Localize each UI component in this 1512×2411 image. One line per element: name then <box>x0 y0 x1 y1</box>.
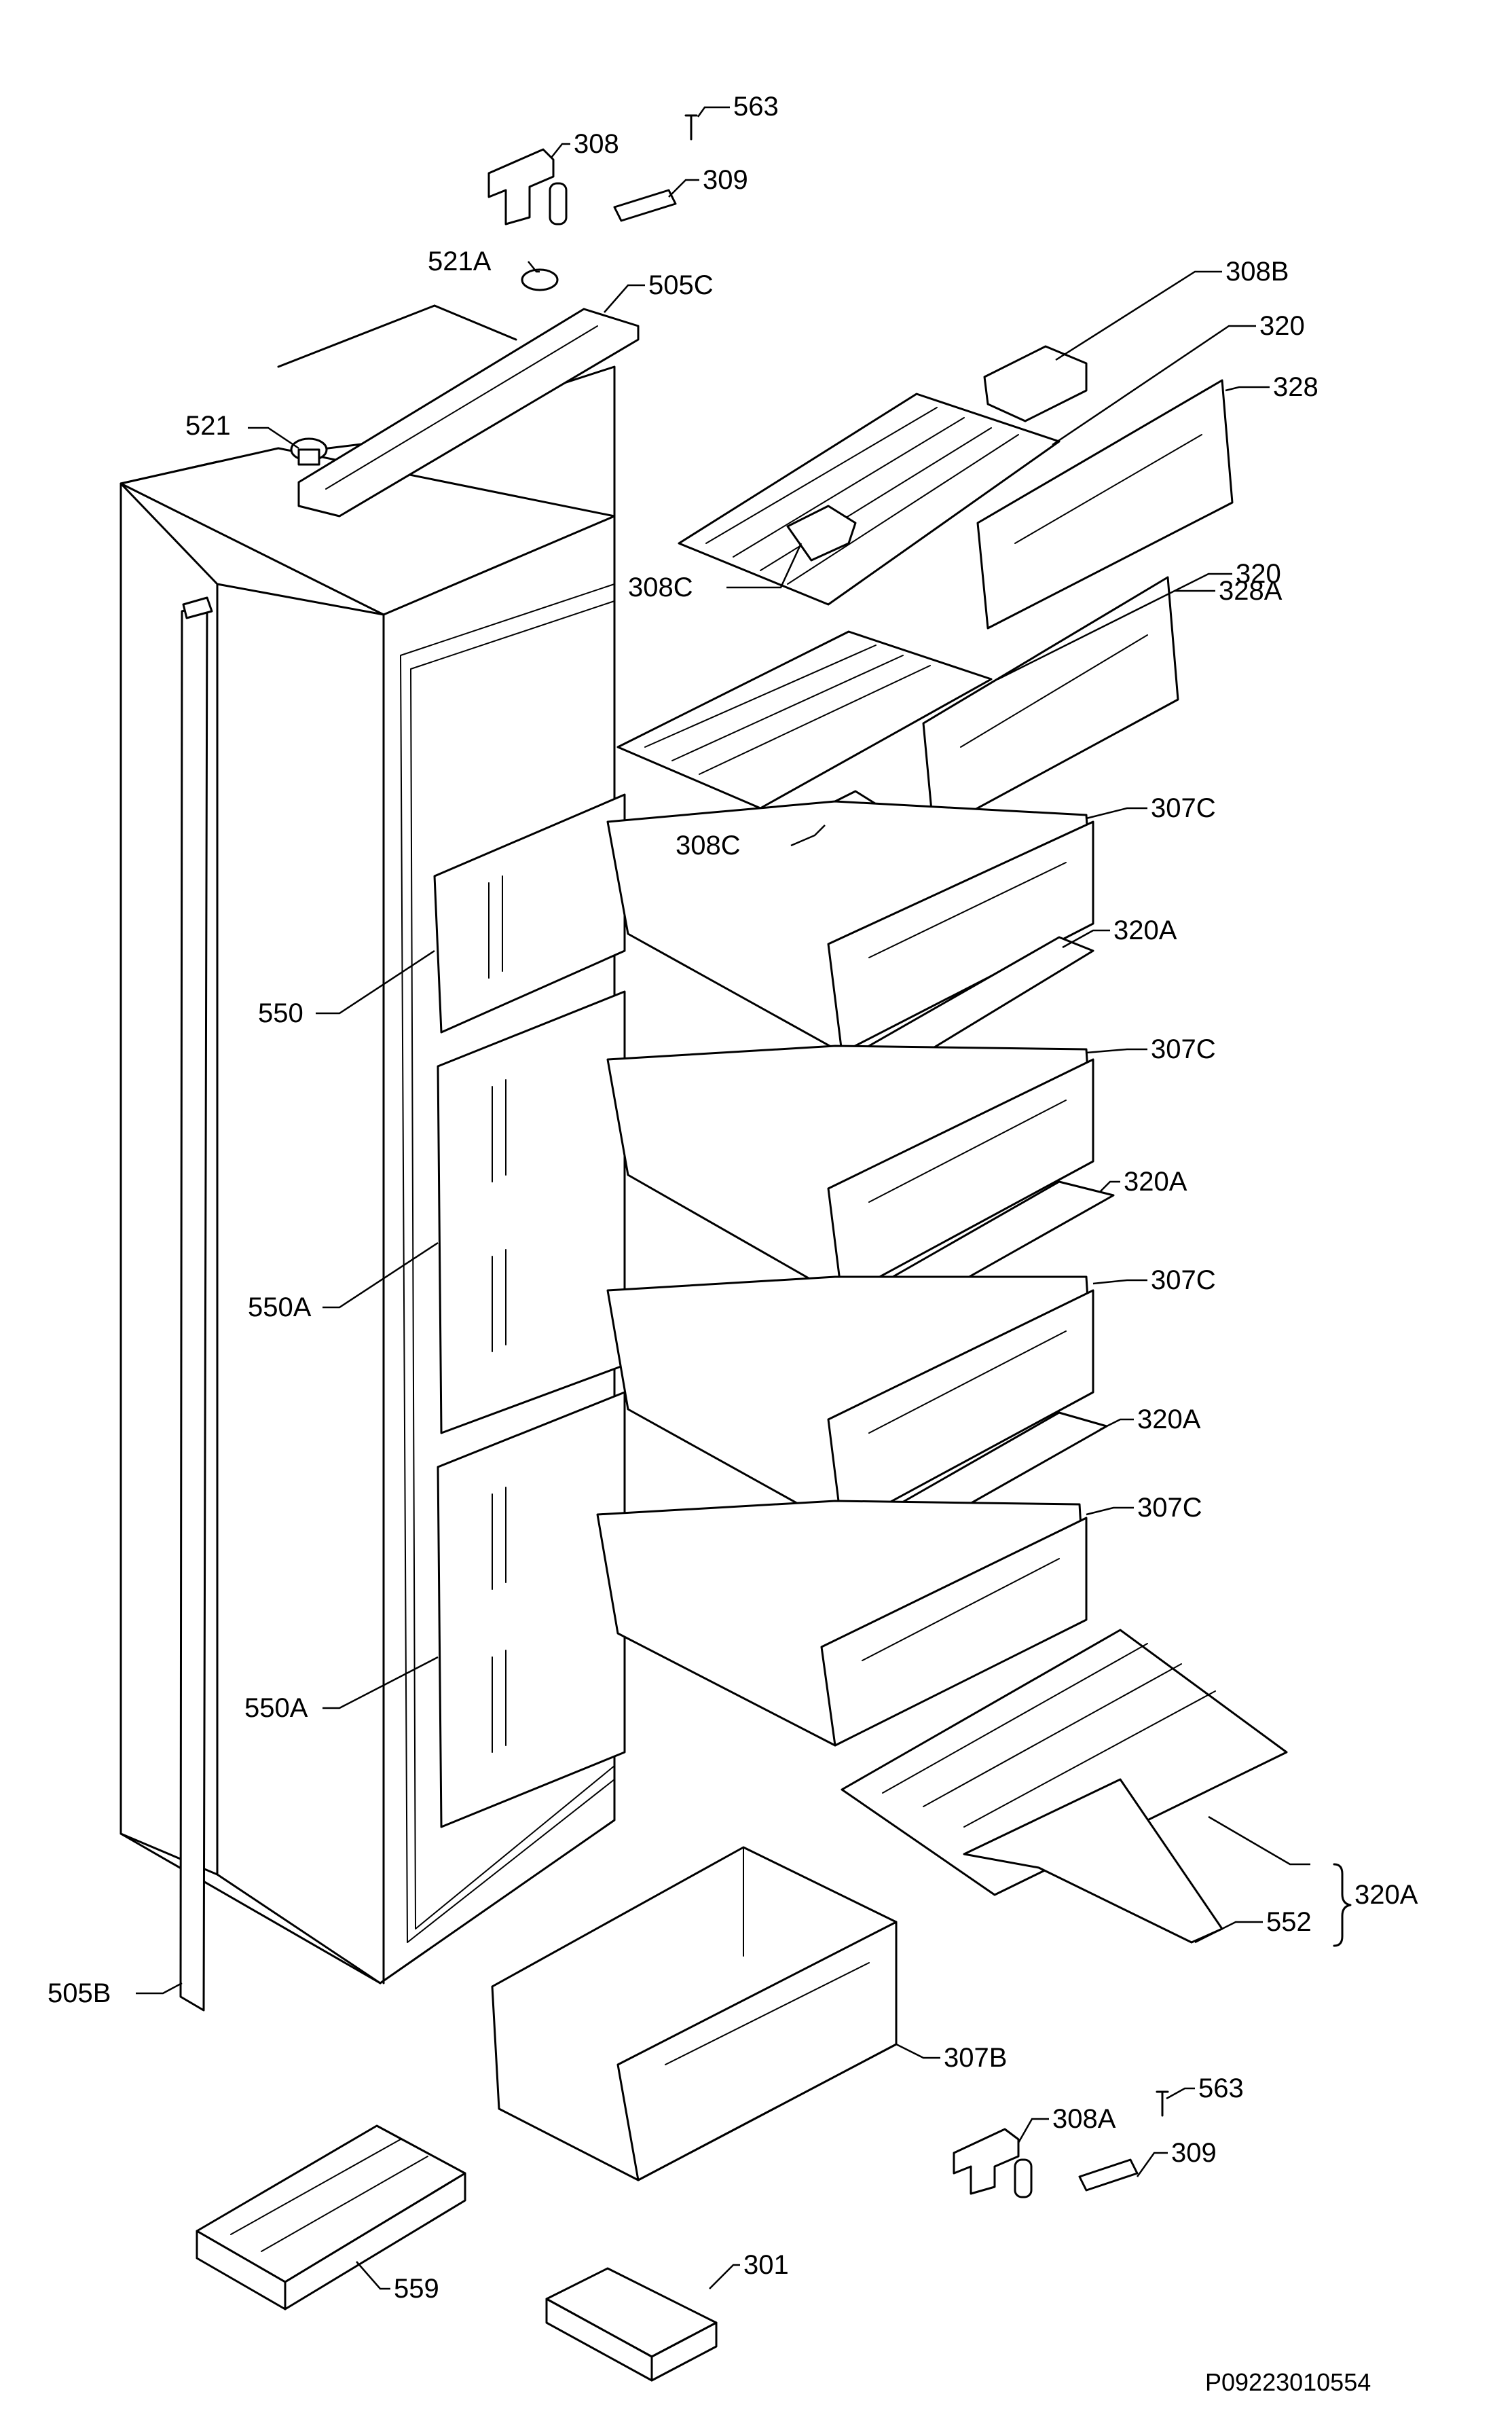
freezer-drawer-4 <box>596 1500 1088 1747</box>
callout-307c-2: 307C <box>1151 1034 1216 1064</box>
callout-550a-1: 550A <box>248 1292 312 1322</box>
callout-320-b: 320 <box>1236 559 1281 589</box>
bottom-wire-shelf <box>841 1629 1288 1896</box>
callout-labels: 563 308 309 521A 505C 521 308B 320 328 3… <box>48 92 1418 2396</box>
freezer-flap-lower <box>922 576 1179 833</box>
callout-328a: 328A <box>1219 576 1283 606</box>
callout-308a: 308A <box>1052 2104 1116 2134</box>
callout-307c-3: 307C <box>1151 1265 1216 1295</box>
callout-550a-2: 550A <box>244 1693 308 1723</box>
callout-307b: 307B <box>944 2043 1007 2073</box>
callout-320a-3: 320A <box>1137 1404 1201 1434</box>
freezer-flap-upper <box>976 379 1234 630</box>
callout-308b: 308B <box>1225 257 1289 287</box>
hinge-cover-plate-bottom <box>1078 2158 1139 2192</box>
hinge-cap-small <box>521 268 559 291</box>
callout-521: 521 <box>185 411 231 441</box>
callout-559: 559 <box>394 2274 439 2304</box>
bottom-hinge-bracket <box>953 2128 1033 2198</box>
callout-308c-b: 308C <box>676 831 741 860</box>
callout-309-top: 309 <box>703 165 748 195</box>
wire-shelf-lower <box>616 630 993 810</box>
shelf-clip-308c-upper <box>786 505 857 562</box>
callout-320-a: 320 <box>1259 311 1305 341</box>
callout-301: 301 <box>743 2250 789 2280</box>
freezer-drawer-1 <box>606 800 1094 1054</box>
freezer-drawer-3 <box>606 1275 1094 1529</box>
hinge-cap <box>290 437 328 466</box>
diagram-reference-code: P09223010554 <box>1205 2368 1371 2396</box>
callout-328: 328 <box>1273 372 1319 402</box>
hinge-screw-bottom <box>1156 2090 1169 2117</box>
door-seal-strip <box>179 596 213 2012</box>
callout-563-top: 563 <box>733 92 779 122</box>
top-hinge-bracket <box>487 148 568 225</box>
callout-563-bot: 563 <box>1198 2073 1244 2103</box>
callout-320a-4: 320A <box>1354 1880 1418 1910</box>
hinge-screw-top <box>684 114 698 141</box>
callout-307c-1: 307C <box>1151 793 1216 823</box>
evaporator-panel-top <box>433 793 626 1034</box>
callout-307c-4: 307C <box>1137 1493 1202 1523</box>
shelf-holder-308b <box>983 345 1088 422</box>
ice-cube-tray <box>545 2267 718 2382</box>
callout-309-bot: 309 <box>1171 2138 1217 2168</box>
callout-552: 552 <box>1266 1907 1312 1937</box>
top-hinge-cover <box>297 308 640 518</box>
callout-521a: 521A <box>428 247 492 276</box>
freezer-drawer-2 <box>606 1045 1094 1299</box>
callout-505c: 505C <box>648 270 714 300</box>
callout-505b: 505B <box>48 1978 111 2008</box>
callout-320a-2: 320A <box>1124 1167 1187 1197</box>
hinge-cover-plate-top <box>613 189 677 222</box>
callout-320a-1: 320A <box>1113 916 1177 945</box>
evaporator-panel-middle <box>437 990 626 1434</box>
ice-tray-lid <box>196 2124 466 2310</box>
leader-lines <box>136 106 1352 2290</box>
evaporator-panel-bottom <box>437 1391 626 1828</box>
callout-308: 308 <box>574 129 619 159</box>
callout-308c-a: 308C <box>628 573 693 602</box>
callout-550: 550 <box>258 998 303 1028</box>
bottom-freezer-drawer <box>491 1846 898 2181</box>
